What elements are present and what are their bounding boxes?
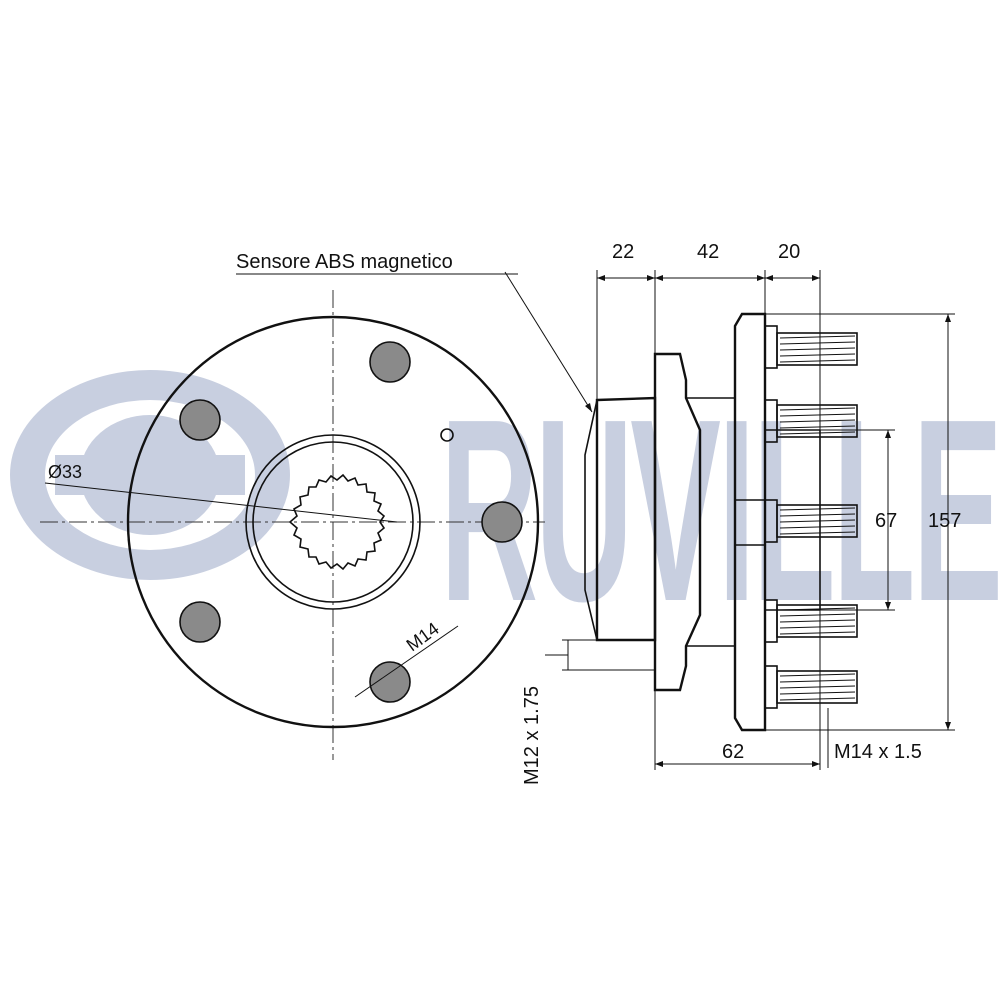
wheel-stud-5 <box>764 665 858 709</box>
overall-diameter-label: 157 <box>928 510 961 532</box>
bore-diameter-leader <box>44 482 398 523</box>
abs-sensor-leader <box>504 271 593 413</box>
abs-sensor-arrow <box>585 403 592 412</box>
width-right-label: 20 <box>778 241 800 263</box>
hub-outer-ring <box>245 434 421 610</box>
bolt-hole-upper-left <box>179 399 221 441</box>
inner-pcd-label: 67 <box>875 510 897 532</box>
bolt-hole-right <box>481 501 523 543</box>
locating-hole <box>440 428 454 442</box>
watermark-emblem-inner <box>55 415 245 535</box>
watermark-logo: RUVILLE <box>10 366 1000 656</box>
abs-sensor-label: Sensore ABS magnetico <box>236 251 453 273</box>
front-view: Ø33 M14 <box>40 290 545 760</box>
watermark-text: RUVILLE <box>440 366 1000 656</box>
hub-inner-ring <box>252 441 414 603</box>
wheel-stud-4 <box>764 599 858 643</box>
wheel-stud-2 <box>764 399 858 443</box>
wheel-stud-3 <box>764 499 858 543</box>
wheel-stud-1 <box>764 325 858 369</box>
mount-thread-label: M12 x 1.75 <box>521 686 543 785</box>
width-middle-label: 42 <box>697 241 719 263</box>
bolt-hole-lower-left <box>179 601 221 643</box>
abs-sensor-ring <box>584 399 598 641</box>
hub-flange <box>653 352 702 692</box>
total-width-label: 62 <box>722 741 744 763</box>
stud-thread-label: M14 x 1.5 <box>834 741 922 763</box>
bore-diameter-label: Ø33 <box>48 462 82 482</box>
bolt-thread-label: M14 <box>403 618 443 655</box>
bolt-thread-leader <box>354 625 459 698</box>
splined-bore <box>288 473 386 571</box>
flange-outline <box>126 315 540 729</box>
width-left-label: 22 <box>612 241 634 263</box>
bolt-hole-bottom <box>369 661 411 703</box>
dimensions: 22 42 20 62 67 157 M14 x 1.5 M12 x 1.75 <box>236 241 961 785</box>
bolt-hole-top <box>369 341 411 383</box>
